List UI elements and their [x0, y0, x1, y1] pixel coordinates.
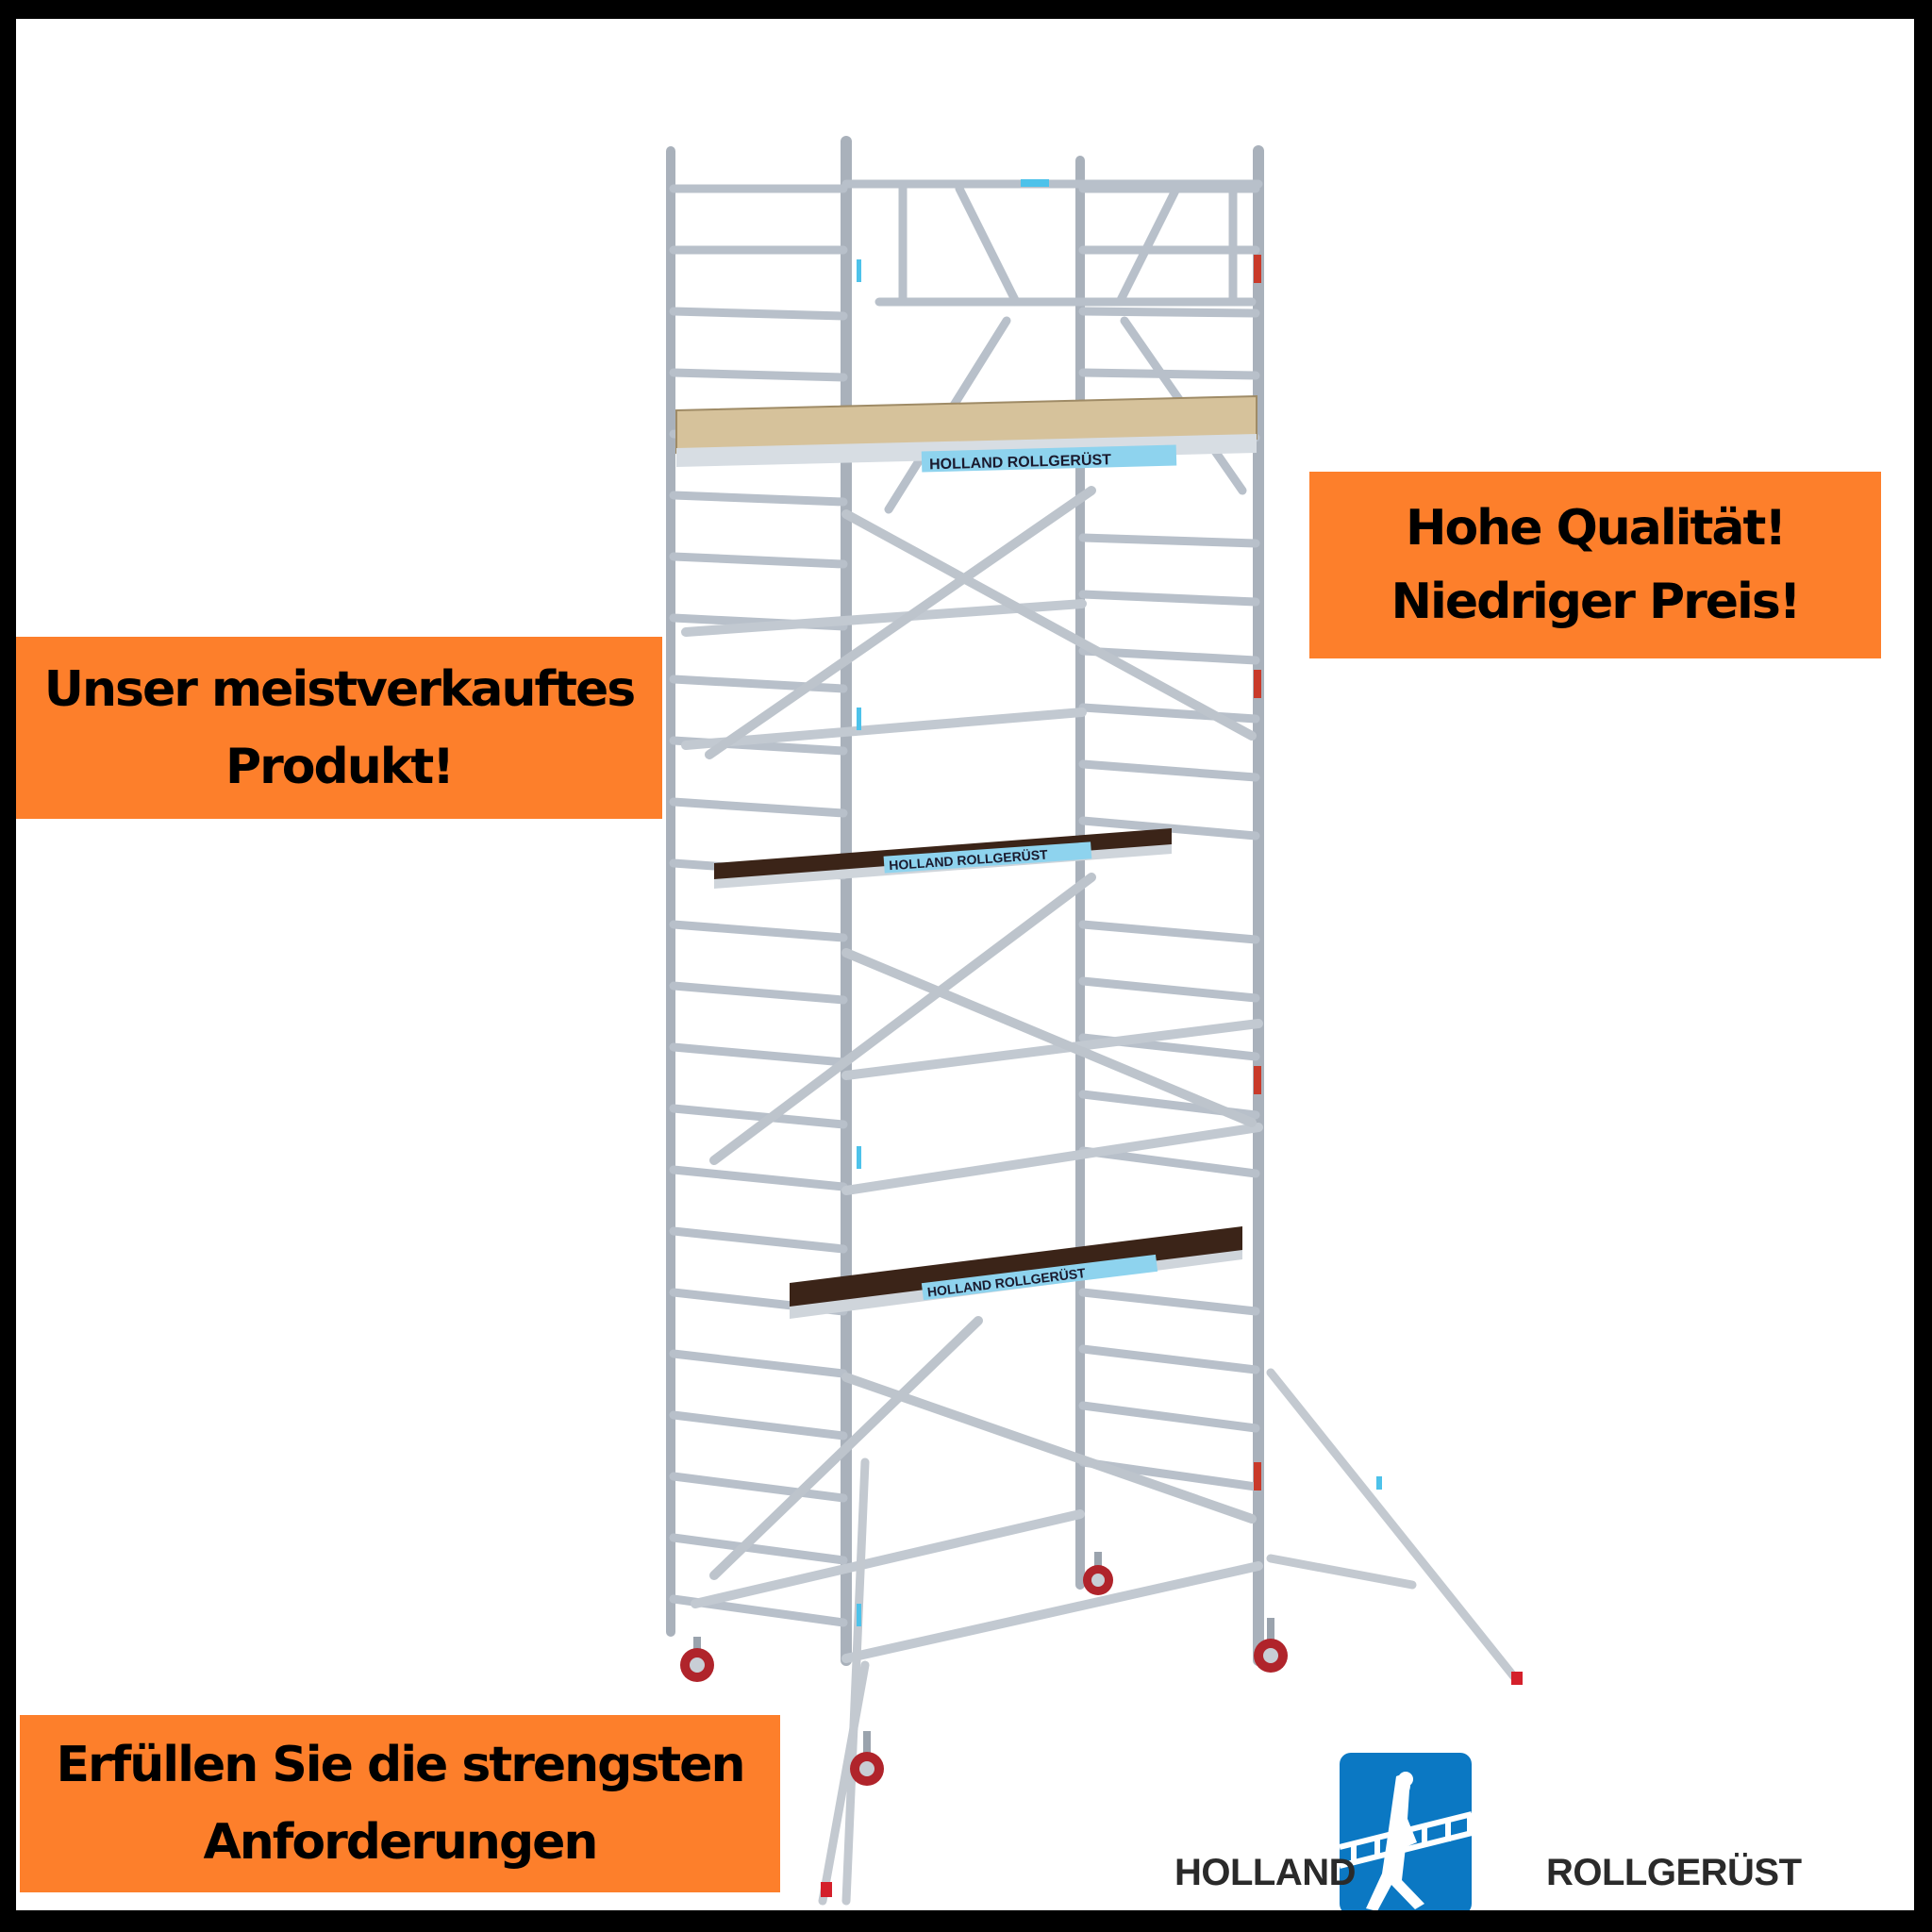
- promo-line: Unser meistverkauftes: [43, 660, 636, 718]
- man-carrying-ladder-icon: [1339, 1753, 1473, 1910]
- stabilizer-foot: [821, 1882, 832, 1897]
- product-image-canvas: HOLLAND ROLLGERÜST HOLLAND ROLLGERÜST HO…: [16, 19, 1914, 1910]
- caster-wheels: [680, 1552, 1288, 1786]
- right-frame-rungs: [1078, 184, 1260, 1491]
- horizontal-braces: [681, 599, 1263, 1663]
- brand-logo: HOLLAND ROLLGERÜST: [1160, 1736, 1821, 1910]
- middle-deck-platform: HOLLAND ROLLGERÜST: [714, 828, 1172, 889]
- promo-badge-quality-price: Hohe Qualität! Niedriger Preis!: [1309, 472, 1881, 658]
- rolling-scaffold-tower-illustration: HOLLAND ROLLGERÜST HOLLAND ROLLGERÜST HO…: [666, 136, 1523, 1906]
- promo-line: Produkt!: [225, 738, 455, 795]
- promo-line: Anforderungen: [203, 1814, 599, 1871]
- promo-line: Erfüllen Sie die strengsten: [56, 1737, 746, 1793]
- promo-badge-bestseller: Unser meistverkauftes Produkt!: [16, 637, 662, 819]
- stabilizers: [818, 1368, 1521, 1906]
- logo-word-rollgeruest: ROLLGERÜST: [1546, 1852, 1802, 1893]
- diagonal-braces: [705, 486, 1257, 1580]
- left-frame: [666, 136, 852, 1666]
- left-frame-rungs: [669, 184, 848, 1627]
- promo-badge-requirements: Erfüllen Sie die strengsten Anforderunge…: [20, 1715, 780, 1892]
- logo-word-holland: HOLLAND: [1174, 1852, 1357, 1893]
- promo-line: Niedriger Preis!: [1391, 574, 1801, 630]
- promo-line: Hohe Qualität!: [1405, 500, 1787, 557]
- stabilizer-foot: [1511, 1672, 1523, 1685]
- top-deck-platform: HOLLAND ROLLGERÜST: [675, 394, 1257, 473]
